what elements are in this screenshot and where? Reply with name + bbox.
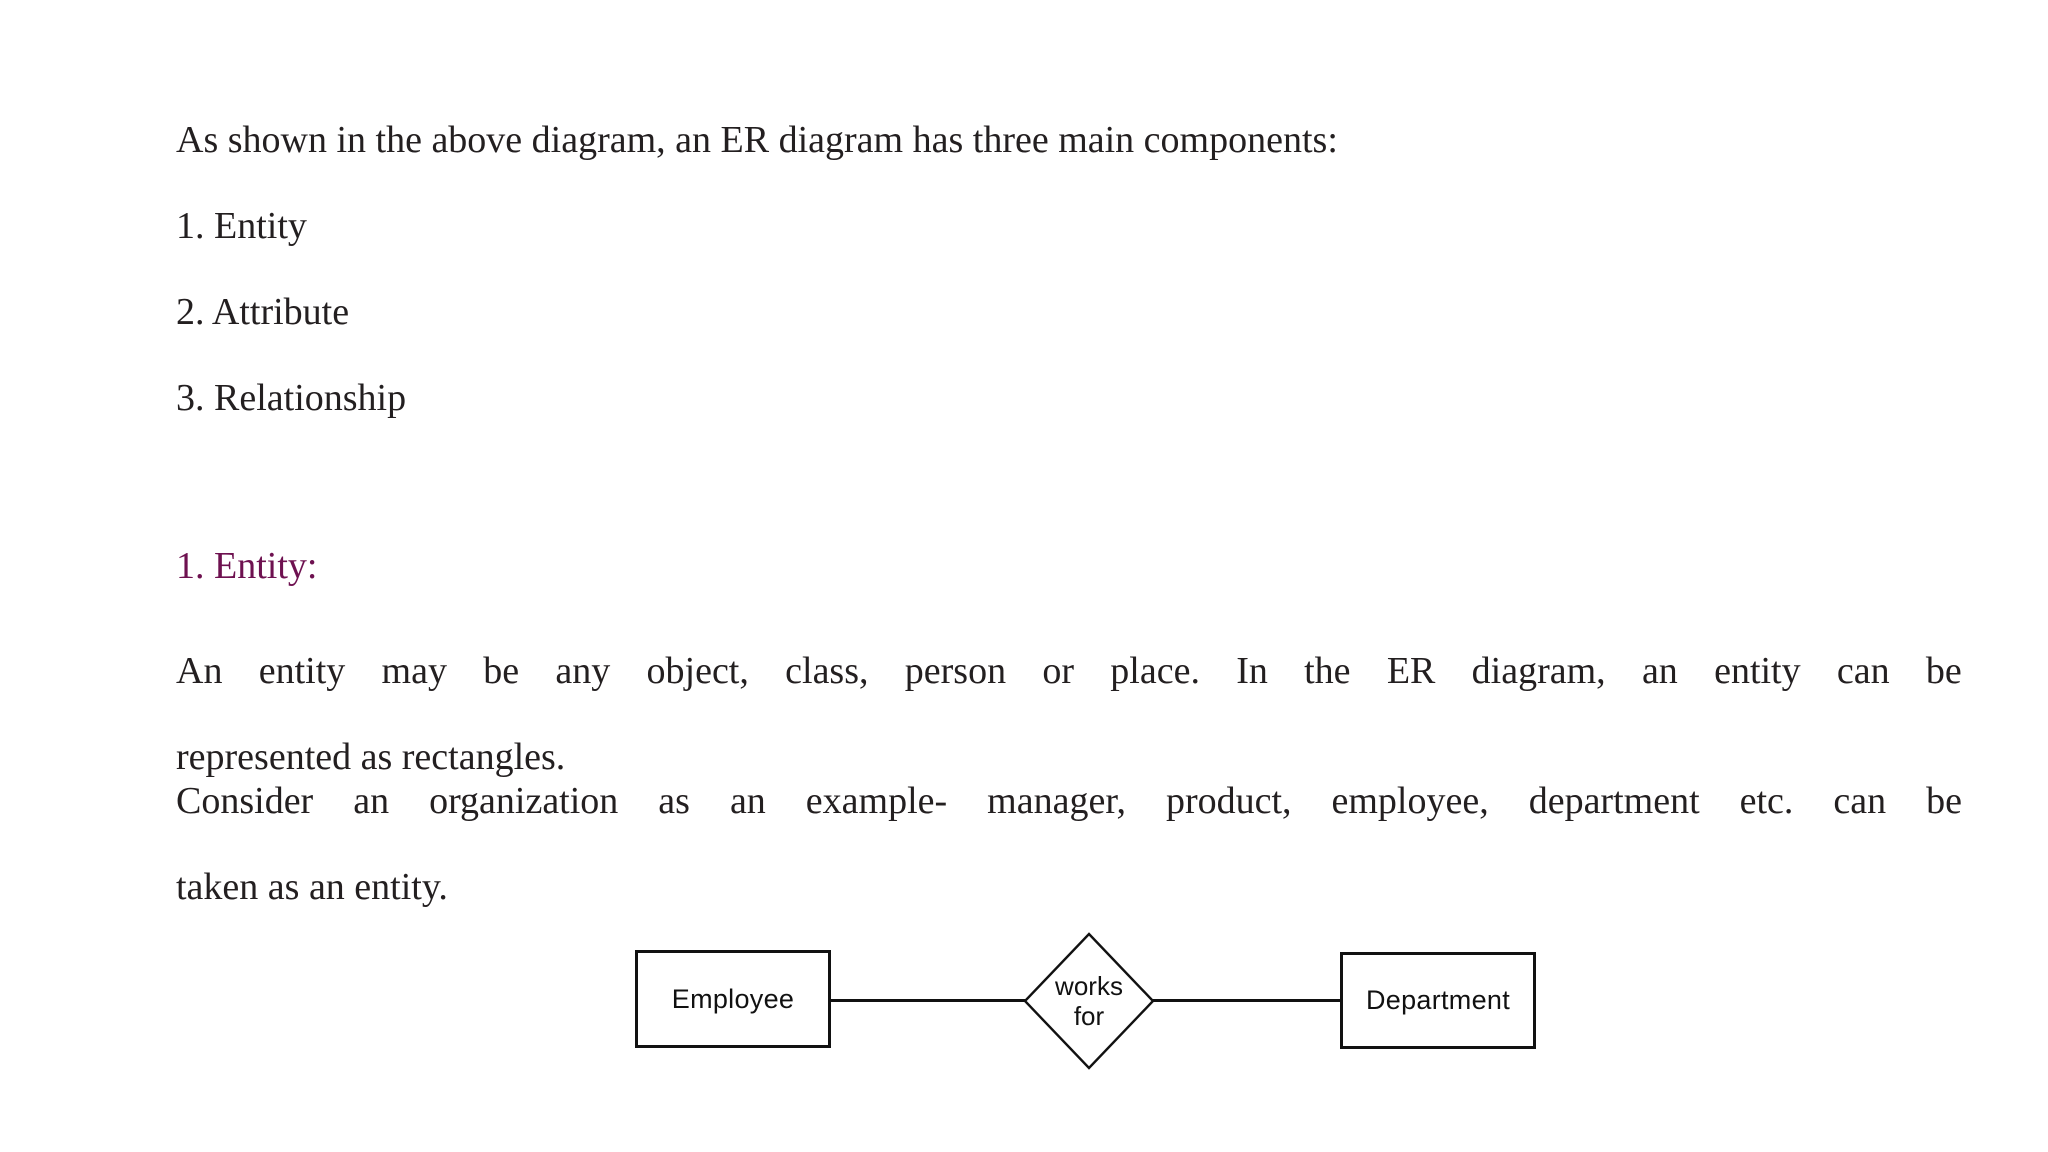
- word: manager,: [987, 780, 1126, 822]
- word: entity: [258, 650, 346, 692]
- word: etc.: [1739, 780, 1794, 822]
- word: diagram,: [1471, 650, 1606, 692]
- word: any: [555, 650, 611, 692]
- word: an: [729, 780, 766, 822]
- component-list-item-relationship: 3. Relationship: [176, 377, 407, 419]
- component-list-item-entity: 1. Entity: [176, 205, 307, 247]
- word: product,: [1165, 780, 1292, 822]
- er-entity-department: Department: [1340, 952, 1536, 1049]
- er-entity-label: Employee: [671, 983, 795, 1014]
- word: employee,: [1331, 780, 1489, 822]
- word: entity: [1714, 650, 1801, 692]
- er-relationship-works-for: works for: [1023, 932, 1155, 1070]
- intro-line: As shown in the above diagram, an ER dia…: [176, 119, 1338, 161]
- word: be: [1926, 780, 1962, 822]
- word: place.: [1110, 650, 1200, 692]
- word: An: [176, 650, 223, 692]
- er-entity-employee: Employee: [635, 950, 831, 1048]
- word: In: [1236, 650, 1268, 692]
- diamond-shape-icon: [1023, 932, 1155, 1070]
- paragraph-line: represented as rectangles.: [176, 736, 566, 778]
- word: person: [904, 650, 1007, 692]
- word: or: [1042, 650, 1075, 692]
- word: object,: [646, 650, 749, 692]
- section-heading-entity: 1. Entity:: [176, 545, 318, 587]
- paragraph-entity-definition: An entity may be any object, class, pers…: [176, 628, 1962, 800]
- word: as: [658, 780, 690, 822]
- component-list-item-attribute: 2. Attribute: [176, 291, 350, 333]
- paragraph-line: taken as an entity.: [176, 866, 448, 908]
- word: be: [1925, 650, 1962, 692]
- paragraph-line: Consider an organization as an example- …: [176, 758, 1962, 844]
- word: can: [1833, 780, 1887, 822]
- connector-line-relationship-to-department: [1152, 999, 1342, 1002]
- er-diagram-figure: Employee works for Department: [620, 920, 1560, 1095]
- connector-line-employee-to-relationship: [830, 999, 1026, 1002]
- er-entity-label: Department: [1365, 985, 1511, 1015]
- paragraph-entity-example: Consider an organization as an example- …: [176, 758, 1962, 930]
- word: ER: [1386, 650, 1436, 692]
- word: an: [1641, 650, 1678, 692]
- word: the: [1304, 650, 1351, 692]
- word: Consider: [176, 780, 314, 822]
- word: department: [1528, 780, 1700, 822]
- paragraph-line: An entity may be any object, class, pers…: [176, 628, 1962, 714]
- word: may: [381, 650, 447, 692]
- word: class,: [785, 650, 869, 692]
- word: organization: [429, 780, 619, 822]
- word: an: [353, 780, 390, 822]
- word: can: [1836, 650, 1890, 692]
- word: be: [483, 650, 520, 692]
- word: example-: [805, 780, 948, 822]
